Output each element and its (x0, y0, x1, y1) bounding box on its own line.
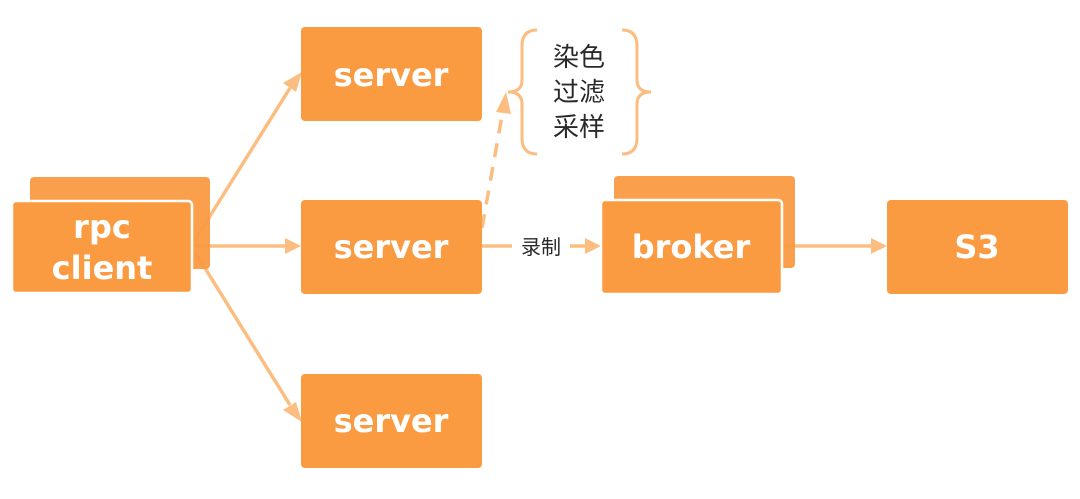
node-server-bottom-label: server (334, 402, 449, 440)
edge-broker-to-s3 (782, 238, 887, 254)
node-server-bottom-box (301, 374, 482, 468)
annotation-line-1: 染色 (553, 43, 605, 73)
edge-client-to-server-top (193, 72, 302, 241)
node-rpc-client-label-line1: rpc (73, 208, 131, 246)
node-broker-box (599, 198, 784, 296)
node-rpc-client[interactable]: rpc client (10, 177, 210, 295)
node-rpc-client-box (10, 199, 194, 295)
node-server-middle[interactable]: server (301, 200, 482, 294)
node-server-top[interactable]: server (301, 27, 482, 121)
node-s3-label: S3 (954, 228, 999, 266)
node-server-middle-box (301, 200, 482, 294)
node-server-top-box (301, 27, 482, 121)
node-broker-label: broker (632, 228, 751, 266)
node-s3-box (887, 200, 1068, 294)
annotation-right-brace (621, 28, 652, 156)
node-server-bottom[interactable]: server (301, 374, 482, 468)
annotation-group: 染色 过滤 采样 (507, 28, 652, 156)
node-s3[interactable]: S3 (887, 200, 1068, 294)
edge-client-to-server-bottom (193, 251, 302, 422)
edge-client-to-server-middle (195, 238, 301, 254)
annotation-line-3: 采样 (553, 113, 605, 143)
node-broker[interactable]: broker (599, 176, 795, 296)
annotation-line-2: 过滤 (553, 78, 605, 108)
edge-server-to-broker (482, 238, 601, 254)
node-server-middle-label: server (334, 228, 449, 266)
record-edge-label: 录制 (521, 235, 561, 259)
node-rpc-client-label-line2: client (52, 249, 153, 287)
annotation-left-brace (507, 28, 538, 156)
edge-server-to-annotation-dashed (480, 92, 511, 229)
node-server-top-label: server (334, 56, 449, 94)
